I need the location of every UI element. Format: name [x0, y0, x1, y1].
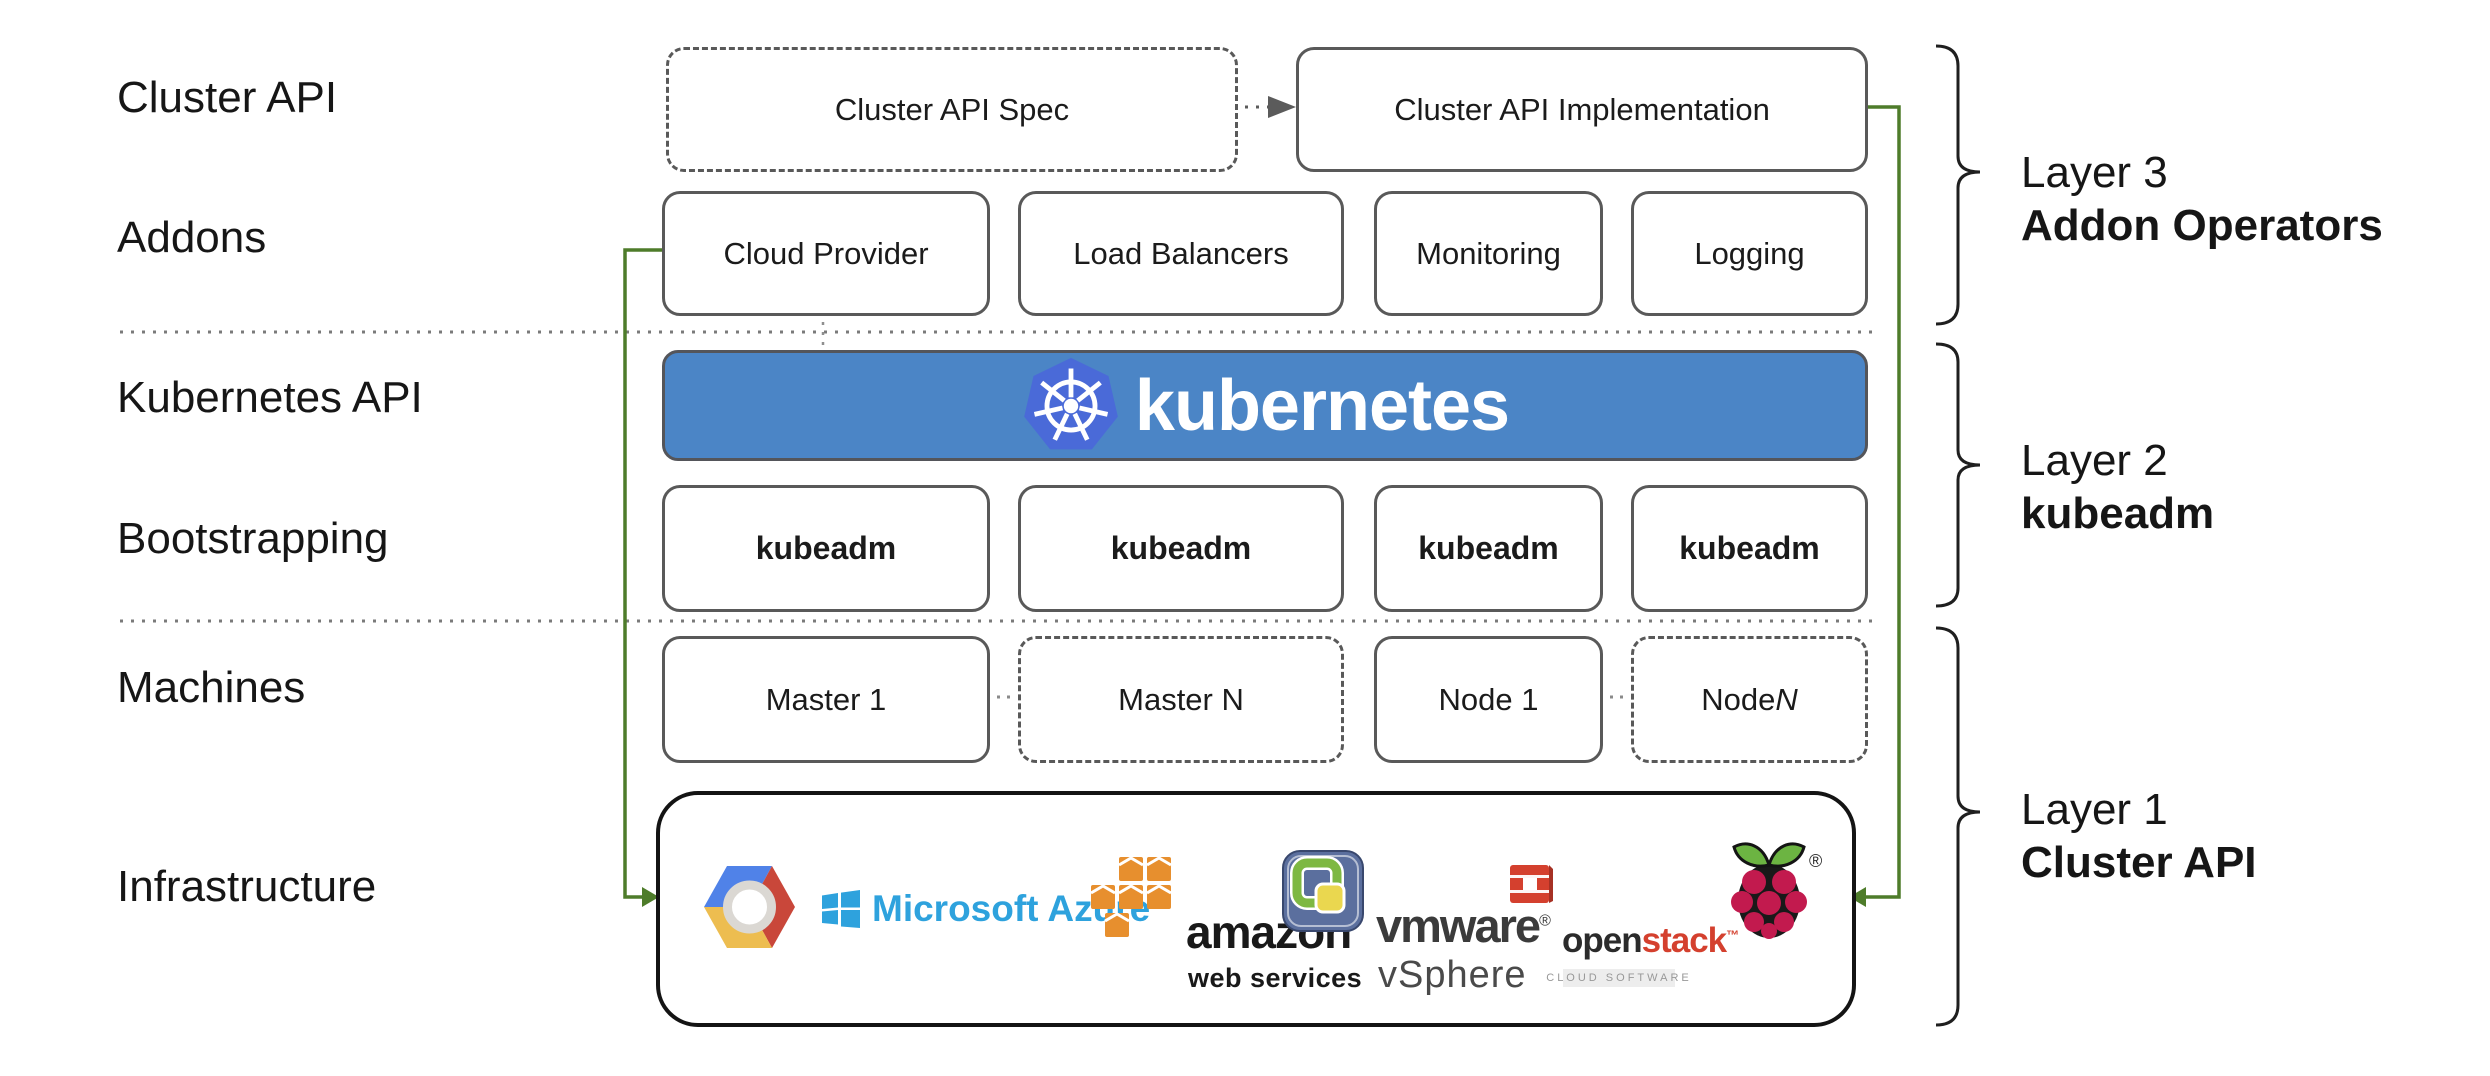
- cloud-provider-box: Cloud Provider: [662, 191, 990, 316]
- layer3-brace: [1935, 44, 1981, 326]
- master-n-box: Master N: [1018, 636, 1344, 763]
- layer1-line2: Cluster API: [2021, 838, 2257, 887]
- openstack-logo: openstack™ CLOUD SOFTWARE: [1508, 861, 1739, 987]
- kubernetes-logo-icon: [1024, 357, 1118, 449]
- layer1-label: Layer 1 Cluster API: [2021, 783, 2257, 889]
- openstack-wordmark: openstack™: [1562, 921, 1739, 960]
- implementation-to-infrastructure-line: [1862, 105, 1901, 899]
- vmware-vsphere-logo: vmware® vSphere: [1282, 850, 1572, 996]
- layer1-brace: [1935, 626, 1981, 1027]
- cluster-api-implementation-box: Cluster API Implementation: [1296, 47, 1868, 172]
- kubeadm-box-1: kubeadm: [662, 485, 990, 612]
- node-n-label-prefix: Node: [1701, 681, 1776, 717]
- layer3-line1: Layer 3: [2021, 148, 2168, 197]
- vsphere-wordmark: vSphere: [1378, 954, 1527, 996]
- kubeadm-box-2: kubeadm: [1018, 485, 1344, 612]
- kubernetes-banner-label: kubernetes: [1134, 365, 1510, 446]
- raspberry-registered-mark: ®: [1809, 851, 1822, 871]
- load-balancers-box: Load Balancers: [1018, 191, 1344, 316]
- layer2-line1: Layer 2: [2021, 436, 2168, 485]
- row-label-machines: Machines: [117, 663, 306, 712]
- master-1-box: Master 1: [662, 636, 990, 763]
- raspberry-pi-logo: ®: [1731, 842, 1822, 939]
- node-n-label-n: N: [1775, 681, 1798, 717]
- vmware-registered-mark: ®: [1539, 912, 1551, 930]
- logging-box: Logging: [1631, 191, 1868, 316]
- layer2-line2: kubeadm: [2021, 489, 2215, 538]
- openstack-cloud-software-tagline: CLOUD SOFTWARE: [1546, 969, 1689, 987]
- kubeadm-box-4: kubeadm: [1631, 485, 1868, 612]
- infrastructure-box: Microsoft Azure amazon web services: [656, 791, 1856, 1027]
- google-cloud-logo: [704, 866, 795, 948]
- layer3-line2: Addon Operators: [2021, 201, 2383, 250]
- layer1-line1: Layer 1: [2021, 785, 2168, 834]
- node-n-box: Node N: [1631, 636, 1868, 763]
- row-label-cluster-api: Cluster API: [117, 73, 338, 122]
- layer3-label: Layer 3 Addon Operators: [2021, 146, 2383, 252]
- monitoring-box: Monitoring: [1374, 191, 1603, 316]
- row-label-bootstrapping: Bootstrapping: [117, 514, 389, 563]
- kubernetes-banner: kubernetes: [662, 350, 1868, 461]
- row-label-addons: Addons: [117, 213, 267, 262]
- microsoft-azure-logo: Microsoft Azure: [822, 888, 1150, 930]
- layer2-label: Layer 2 kubeadm: [2021, 434, 2214, 540]
- cloud-provider-to-infrastructure-line: [623, 248, 662, 899]
- node-1-box: Node 1: [1374, 636, 1603, 763]
- infrastructure-left-arrowhead: [642, 887, 659, 907]
- infrastructure-right-arrowhead: [1849, 887, 1866, 907]
- microsoft-flag-icon: [822, 890, 860, 928]
- cluster-api-spec-box: Cluster API Spec: [666, 47, 1238, 172]
- layer2-brace: [1935, 342, 1981, 608]
- row-label-kubernetes-api: Kubernetes API: [117, 373, 423, 422]
- row-label-infrastructure: Infrastructure: [117, 862, 377, 911]
- spec-to-implementation-arrowhead: [1268, 96, 1296, 118]
- openstack-cube-icon: [1510, 865, 1553, 903]
- web-services-wordmark: web services: [1188, 963, 1363, 993]
- vsphere-icon: [1282, 850, 1364, 932]
- kubeadm-box-3: kubeadm: [1374, 485, 1603, 612]
- aws-cubes-icon: [1090, 857, 1172, 937]
- openstack-tm-mark: ™: [1726, 927, 1739, 943]
- vmware-wordmark: vmware®: [1376, 899, 1551, 952]
